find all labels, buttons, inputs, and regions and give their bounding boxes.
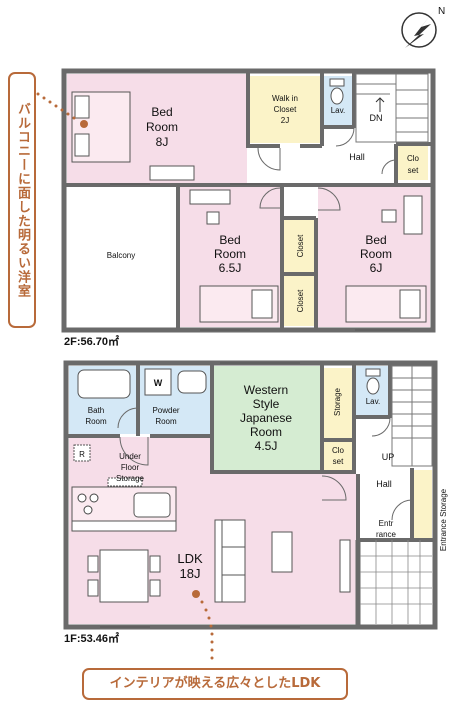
underfloor-storage-label: Under: [119, 452, 141, 461]
bathtub-icon: [77, 369, 131, 399]
stairs-2f: [355, 73, 429, 143]
svg-text:rance: rance: [376, 530, 397, 539]
svg-text:Room: Room: [85, 417, 107, 426]
toilet-2f-icon: [329, 78, 345, 105]
svg-text:set: set: [408, 166, 419, 175]
powder-room-label: Powder: [152, 406, 179, 415]
coffee-table: [271, 531, 293, 573]
entrance-floor: [360, 540, 432, 624]
balcony-label: Balcony: [107, 251, 135, 260]
closet-2f-hall: [398, 146, 428, 180]
floor-2f-area: 2F:56.70㎡: [64, 334, 119, 348]
windows-1f: [100, 362, 300, 628]
windows-2f: [100, 70, 410, 331]
closet-a-label: Closet: [296, 234, 305, 257]
svg-text:Closet: Closet: [274, 105, 297, 114]
closet-a: [284, 220, 314, 272]
north-arrow-icon: [405, 8, 436, 48]
bedroom-8j-label: Bed: [151, 105, 172, 119]
walls-2f-interior: [66, 73, 432, 330]
tv-stand: [339, 539, 351, 593]
balcony: [67, 187, 177, 327]
bedroom-6j-label: Bed: [365, 233, 386, 247]
walls-1f-interior: [68, 365, 434, 542]
ldk-label: LDK: [177, 551, 203, 566]
compass: N: [401, 6, 445, 48]
japanese-room: [213, 366, 321, 470]
bath-room-label: Bath: [88, 406, 104, 415]
bed-65j-furniture: [189, 189, 279, 323]
upper-callout-dots: [36, 92, 88, 128]
lav-1f-label: Lav.: [366, 397, 381, 406]
floor-1f: Bath Room W Powder Room Western Style Ja…: [63, 360, 448, 645]
washer-label: W: [154, 378, 163, 388]
svg-text:Style: Style: [253, 397, 280, 411]
sink-icon: [177, 370, 207, 394]
svg-text:set: set: [333, 457, 344, 466]
closet-1f: [324, 442, 352, 470]
callout-connectors: [36, 92, 214, 660]
walkin-closet-label: Walk in: [272, 94, 298, 103]
japanese-room-label: Western: [244, 383, 288, 397]
walkin-closet: [250, 76, 320, 143]
closet-b-label: Closet: [296, 289, 305, 312]
svg-text:4.5J: 4.5J: [255, 439, 278, 453]
bed-6j-furniture: [345, 195, 427, 323]
entrance-storage-label: Entrance Storage: [439, 488, 448, 551]
hall-1f-label: Hall: [376, 479, 392, 489]
svg-text:Room: Room: [146, 120, 178, 134]
lower-callout-box: インテリアが映える広々としたLDK: [82, 668, 348, 700]
closet-1f-label: Clo: [332, 446, 345, 455]
stair-dn-label: DN: [370, 113, 383, 123]
svg-text:Room: Room: [155, 417, 177, 426]
floor-1f-area: 1F:53.46㎡: [64, 631, 119, 645]
svg-text:2J: 2J: [281, 116, 289, 125]
kitchen-counter: [71, 486, 177, 532]
toilet-1f-icon: [365, 368, 381, 395]
hall-2f-label: Hall: [349, 152, 365, 162]
lav-2f-label: Lav.: [331, 106, 346, 115]
svg-text:Storage: Storage: [116, 474, 145, 483]
svg-text:Japanese: Japanese: [240, 411, 292, 425]
doors-2f: [257, 127, 397, 211]
svg-text:Room: Room: [214, 247, 246, 261]
fridge-icon: [73, 444, 91, 462]
doors-1f: [117, 407, 413, 521]
svg-text:18J: 18J: [180, 566, 201, 581]
washer-icon: [144, 368, 172, 396]
svg-text:Floor: Floor: [121, 463, 140, 472]
stove-icon: [77, 493, 99, 515]
underfloor-hatch: [107, 477, 143, 487]
svg-text:6J: 6J: [370, 261, 383, 275]
svg-text:6.5J: 6.5J: [219, 261, 242, 275]
entrance-storage: [414, 470, 432, 552]
closet-b: [284, 276, 314, 326]
floor-2f: Bed Room 8J Walk in Closet 2J Lav. DN Ha…: [61, 68, 436, 348]
entrance-label: Entr: [379, 519, 394, 528]
stairs-1f: [391, 365, 433, 467]
compass-label: N: [438, 6, 445, 17]
fridge-label: R: [79, 450, 85, 459]
dining-set: [87, 549, 161, 603]
svg-text:Room: Room: [360, 247, 392, 261]
sofa: [214, 519, 246, 603]
svg-text:Room: Room: [250, 425, 282, 439]
closet-2f-hall-label: Clo: [407, 154, 420, 163]
storage-1f-label: Storage: [333, 387, 342, 416]
stair-up-label: UP: [382, 452, 395, 462]
entrance-tiles: [360, 540, 432, 624]
lower-callout-dots: [192, 590, 214, 660]
bedroom-65j-label: Bed: [219, 233, 240, 247]
svg-text:8J: 8J: [156, 135, 169, 149]
storage-1f: [324, 368, 352, 438]
upper-callout-box: バルコニーに面した明るい洋室: [8, 72, 36, 328]
